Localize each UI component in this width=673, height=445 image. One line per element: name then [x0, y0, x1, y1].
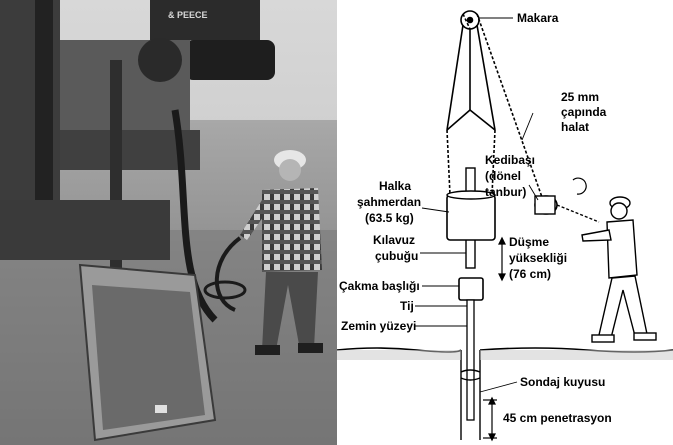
label-drop-line3: (76 cm) — [509, 267, 551, 281]
label-rope-line3: halat — [561, 120, 589, 134]
drop-height-dimension — [498, 236, 506, 282]
label-cathead-line2: (dönel — [485, 169, 521, 183]
label-rope-line2: çapında — [561, 105, 607, 119]
label-penetration: 45 cm penetrasyon — [503, 411, 612, 425]
borehole — [460, 350, 481, 440]
cathead-drum — [534, 177, 600, 223]
field-photo: & PEECE — [0, 0, 337, 445]
label-rope-line1: 25 mm — [561, 90, 599, 104]
label-pulley: Makara — [517, 11, 559, 25]
anvil — [458, 277, 484, 301]
hose — [171, 109, 218, 323]
worker-photo — [203, 150, 323, 355]
label-guide-line1: Kılavuz — [373, 233, 415, 247]
label-anvil: Çakma başlığı — [339, 279, 420, 293]
spt-diagram: Makara 25 mm çapında halat Kedibaşı (dön… — [337, 10, 673, 442]
donut-hammer — [446, 194, 496, 241]
label-drop-line1: Düşme — [509, 235, 549, 249]
label-hammer-line3: (63.5 kg) — [365, 211, 414, 225]
rope-25mm — [476, 13, 544, 201]
drill-rod — [466, 299, 475, 421]
label-drop-line2: yüksekliği — [509, 251, 567, 265]
rig-sign: & PEECE — [168, 10, 208, 20]
label-ground: Zemin yüzeyi — [341, 319, 416, 333]
penetration-dimension — [483, 396, 497, 442]
label-cathead-line3: tanbur) — [485, 185, 526, 199]
label-guide-line2: çubuğu — [375, 249, 418, 263]
label-borehole: Sondaj kuyusu — [520, 375, 605, 389]
background-truck — [150, 0, 260, 40]
label-hammer-line1: Halka — [379, 179, 411, 193]
ground-surface — [337, 347, 673, 360]
crawler-track — [185, 40, 275, 80]
cathead-photo — [138, 38, 182, 82]
drill-mast — [35, 0, 53, 260]
label-cathead-line1: Kedibaşı — [485, 153, 535, 167]
label-hammer-line2: şahmerdan — [357, 195, 421, 209]
label-rod: Tij — [400, 299, 414, 313]
tripod-leg-right — [476, 24, 496, 131]
tripod-leg-left — [446, 24, 464, 131]
operator-figure — [581, 196, 657, 343]
